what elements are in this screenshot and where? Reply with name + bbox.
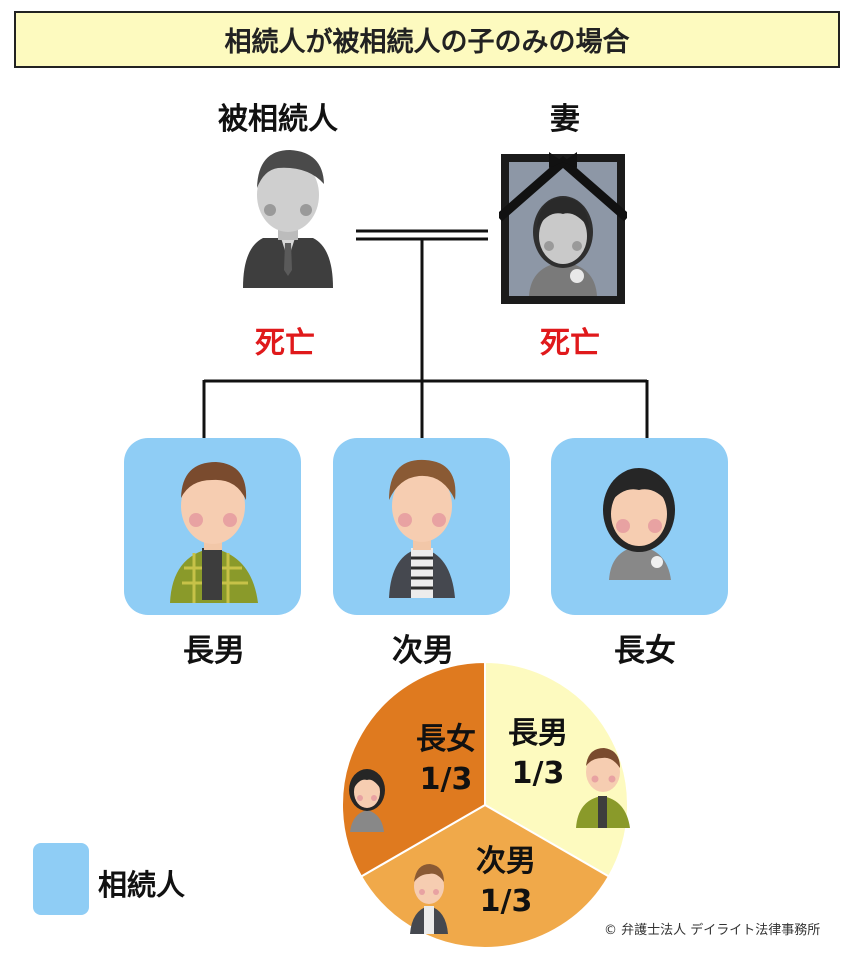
pie-label-second-son-share: 1/3	[479, 884, 533, 919]
pie-label-eldest-son-name: 長男	[508, 716, 568, 751]
pie-label-eldest-son: 長男 1/3	[496, 714, 580, 794]
pie-label-eldest-daughter-name: 長女	[416, 722, 476, 757]
deceased-person-icon	[243, 150, 333, 288]
pie-label-eldest-daughter-share: 1/3	[419, 762, 473, 797]
pie-label-second-son-name: 次男	[476, 844, 536, 879]
spouse-label: 妻	[550, 102, 580, 137]
pie-second-son-avatar-icon	[410, 864, 448, 934]
pie-label-eldest-son-share: 1/3	[511, 756, 565, 791]
pie-label-eldest-daughter: 長女 1/3	[404, 720, 488, 800]
eldest-daughter-avatar-icon	[603, 468, 675, 580]
child-label-eldest-son: 長男	[183, 633, 245, 669]
spouse-status: 死亡	[540, 326, 600, 361]
eldest-son-avatar-icon	[170, 462, 258, 603]
spouse-memorial-photo-icon	[499, 152, 627, 304]
pie-eldest-son-avatar-icon	[576, 748, 630, 828]
child-card-eldest-daughter	[551, 438, 728, 615]
legend-heir-swatch	[33, 843, 89, 915]
child-label-eldest-daughter: 長女	[614, 633, 676, 669]
pie-label-second-son: 次男 1/3	[464, 842, 548, 922]
child-card-second-son	[333, 438, 510, 615]
deceased-status: 死亡	[255, 326, 315, 361]
diagram-title: 相続人が被相続人の子のみの場合	[14, 11, 840, 68]
pie-eldest-daughter-avatar-icon	[349, 769, 385, 832]
child-label-second-son: 次男	[392, 633, 454, 669]
child-card-eldest-son	[124, 438, 301, 615]
legend-heir-label: 相続人	[98, 868, 186, 902]
family-tree-lines	[202, 229, 649, 438]
deceased-label: 被相続人	[218, 102, 338, 137]
second-son-avatar-icon	[389, 459, 456, 598]
copyright-notice: © 弁護士法人 デイライト法律事務所	[604, 923, 821, 938]
